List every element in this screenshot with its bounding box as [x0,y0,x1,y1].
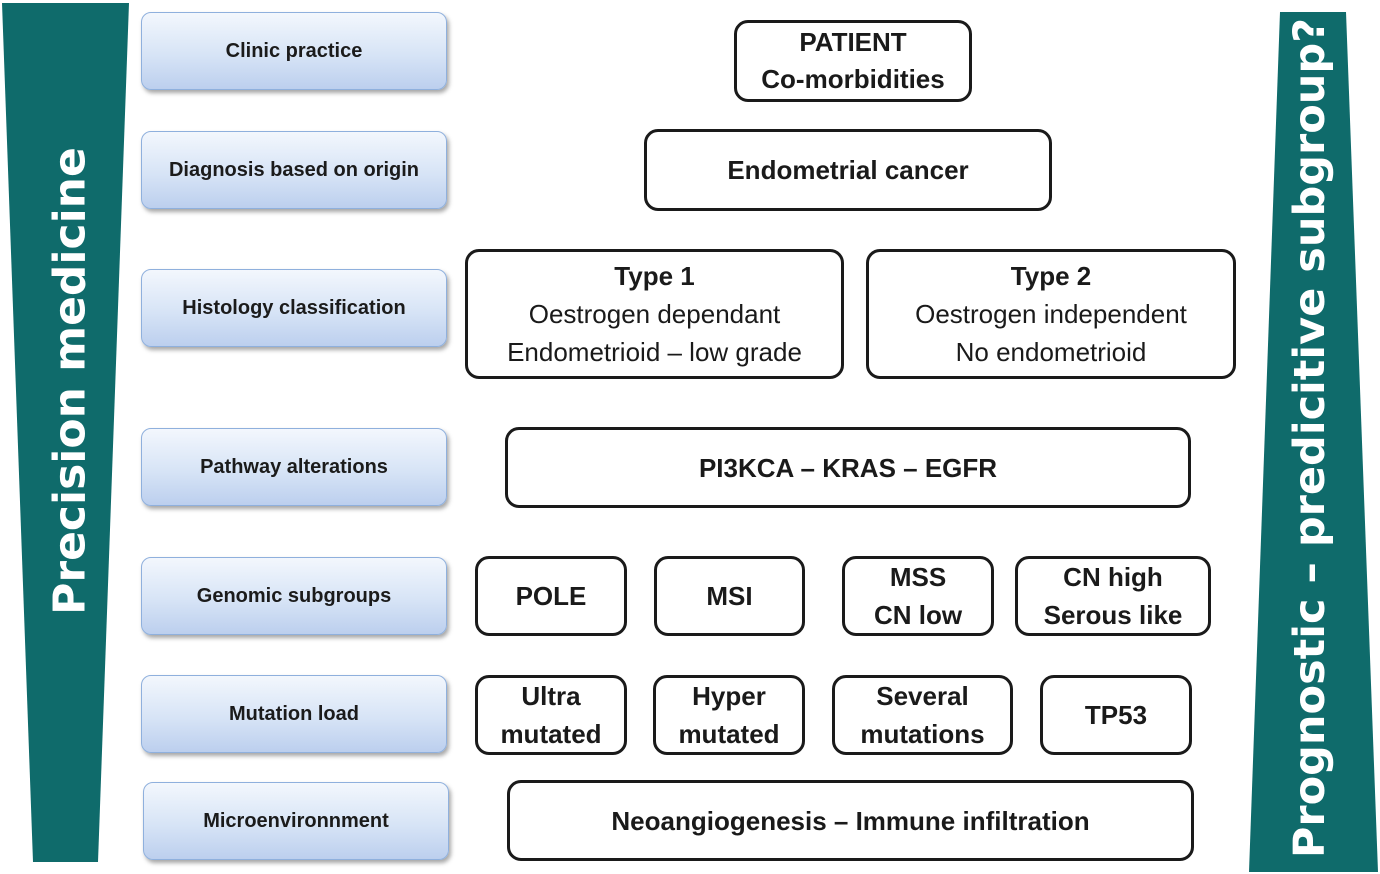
patient-comorbidities: Co-morbidities [761,64,945,94]
row-label-pathway: Pathway alterations [141,428,447,506]
row-label-diagnosis: Diagnosis based on origin [141,131,447,209]
ultra-mutated-box: Ultra mutated [475,675,627,755]
pathway-text: PI3KCA – KRAS – EGFR [698,452,998,483]
type2-title: Type 2 [1010,261,1092,291]
precision-medicine-text: Precision medicine [44,147,96,615]
msi-box: MSI [654,556,805,636]
mss-box: MSS CN low [842,556,994,636]
hyper-text: Hyper [692,681,766,711]
pole-box: POLE [475,556,627,636]
patient-title: PATIENT [799,27,907,57]
microenvironment-text: Neoangiogenesis – Immune infiltration [611,805,1090,836]
row-label-mutation: Mutation load [141,675,447,753]
patient-box: PATIENT Co-morbidities [734,20,972,102]
type2-box: Type 2 Oestrogen independent No endometr… [866,249,1236,379]
type1-line1: Oestrogen dependant [528,299,781,329]
cn-low-text: CN low [873,600,963,630]
several-text: Several [876,681,969,711]
tp53-box: TP53 [1040,675,1192,755]
several-mutations-box: Several mutations [832,675,1013,755]
prognostic-predictive-text: Prognostic – predicitive subgroup? [1285,17,1335,859]
mss-text: MSS [889,562,947,592]
row-label-microenvironment: Microenvironnment [143,782,449,860]
several-mutations-text: mutations [860,719,985,749]
ultra-mutated-text: mutated [500,719,602,749]
cn-high-text: CN high [1063,562,1163,592]
type2-line2: No endometrioid [955,337,1147,367]
row-label-clinic-practice: Clinic practice [141,12,447,90]
pole-text: POLE [515,581,587,611]
type1-box: Type 1 Oestrogen dependant Endometrioid … [465,249,844,379]
cn-high-box: CN high Serous like [1015,556,1211,636]
type1-line2: Endometrioid – low grade [507,337,802,367]
msi-text: MSI [706,581,753,611]
pathway-box: PI3KCA – KRAS – EGFR [505,427,1191,508]
serous-like-text: Serous like [1043,600,1183,630]
type2-line1: Oestrogen independent [915,299,1187,329]
microenvironment-box: Neoangiogenesis – Immune infiltration [507,780,1194,861]
row-label-histology: Histology classification [141,269,447,347]
hyper-mutated-text: mutated [678,719,780,749]
endometrial-cancer-box: Endometrial cancer [644,129,1052,211]
row-label-genomic: Genomic subgroups [141,557,447,635]
tp53-text: TP53 [1084,700,1148,730]
diagnosis-text: Endometrial cancer [727,155,969,185]
ultra-text: Ultra [521,681,581,711]
hyper-mutated-box: Hyper mutated [653,675,805,755]
type1-title: Type 1 [614,261,695,291]
